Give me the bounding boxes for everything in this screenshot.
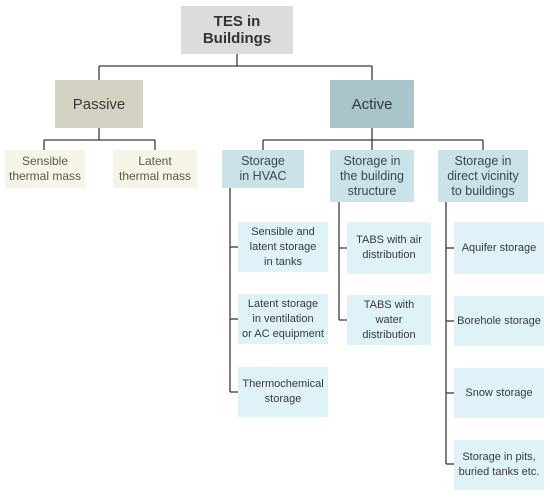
passive-child-latent: Latent thermal mass — [113, 150, 197, 188]
item-tabs-water: TABS with water distribution — [347, 295, 431, 345]
active-node: Active — [330, 80, 414, 128]
item-tabs-air: TABS with air distribution — [347, 222, 431, 274]
category-hvac: Storage in HVAC — [222, 150, 304, 188]
passive-node: Passive — [55, 80, 143, 128]
item-ventilation: Latent storage in ventilation or AC equi… — [238, 294, 328, 344]
item-tanks: Sensible and latent storage in tanks — [238, 222, 328, 272]
item-aquifer: Aquifer storage — [454, 222, 544, 274]
item-pits: Storage in pits, buried tanks etc. — [454, 440, 544, 490]
item-thermochemical: Thermochemical storage — [238, 367, 328, 417]
root-node: TES in Buildings — [181, 6, 293, 54]
item-snow: Snow storage — [454, 368, 544, 418]
item-borehole: Borehole storage — [454, 296, 544, 346]
category-vicinity: Storage in direct vicinity to buildings — [438, 150, 528, 202]
category-building-structure: Storage in the building structure — [330, 150, 414, 202]
passive-child-sensible: Sensible thermal mass — [5, 150, 85, 188]
